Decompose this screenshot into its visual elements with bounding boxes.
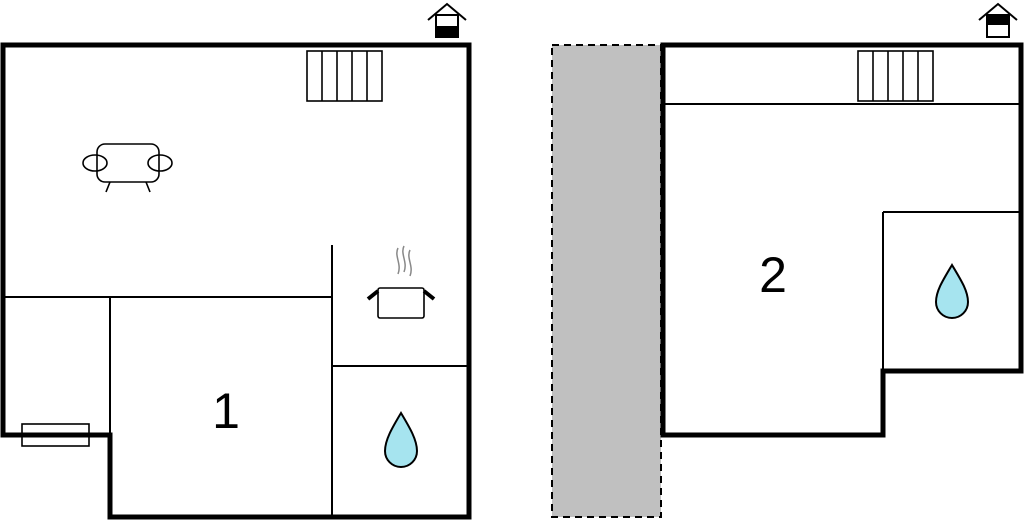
stairs-icon xyxy=(306,50,383,102)
window-icon xyxy=(21,423,90,447)
ground-floor-plan: 1 xyxy=(0,2,472,520)
sofa-icon xyxy=(82,143,173,193)
upper-floor-plan: 2 xyxy=(660,2,1024,438)
ground-floor-outer-wall xyxy=(0,42,472,520)
water-drop-icon xyxy=(383,411,419,468)
house-floor-icon xyxy=(978,2,1018,38)
house-floor-icon xyxy=(427,2,467,38)
stairs-icon xyxy=(857,50,934,102)
water-drop-icon xyxy=(934,263,970,319)
cooking-pot-icon xyxy=(366,245,436,319)
room-number-1: 1 xyxy=(212,383,240,439)
room-number-2: 2 xyxy=(759,247,787,303)
covered-area xyxy=(551,44,662,518)
